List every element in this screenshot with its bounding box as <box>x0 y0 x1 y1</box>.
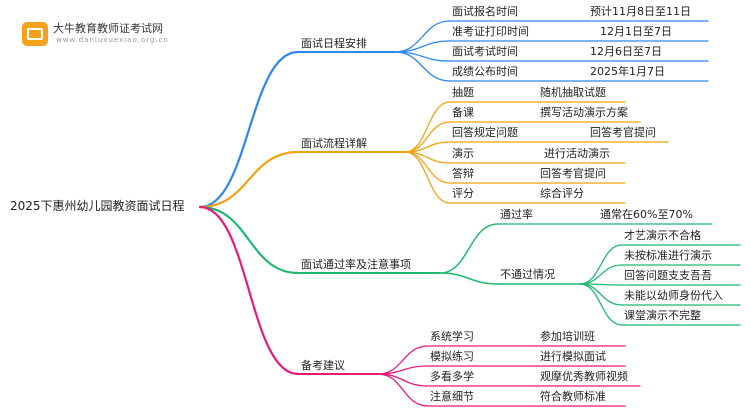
root-connector <box>198 205 300 376</box>
prep-label: 多看多学 <box>430 370 474 383</box>
schedule-label: 成绩公布时间 <box>452 65 518 78</box>
branch-schedule-title: 面试日程安排 <box>301 37 367 50</box>
prep-value: 观摩优秀教师视频 <box>540 370 628 383</box>
process-step: 答辩 <box>452 167 474 180</box>
process-step: 抽题 <box>452 86 474 99</box>
process-detail: 回答考官提问 <box>540 167 606 180</box>
fail-case: 才艺演示不合格 <box>624 229 701 242</box>
branch-process-title: 面试流程详解 <box>301 137 367 150</box>
brand-name: 大牛教育教师证考试网 <box>53 22 163 35</box>
leaf-connector <box>579 283 623 326</box>
fail-case: 课堂演示不完整 <box>624 309 701 322</box>
leaf-connector <box>404 101 451 153</box>
prep-label: 系统学习 <box>430 330 474 343</box>
sub-connector <box>439 272 499 285</box>
leaf-connector <box>377 373 429 407</box>
branch-pass-title: 面试通过率及注意事项 <box>301 258 411 271</box>
brand-url: www.daniuxuexiao.org.cn <box>56 36 169 44</box>
schedule-value: 预计11月8日至11日 <box>590 5 691 18</box>
leaf-connector <box>394 20 451 53</box>
leaf-connector <box>579 264 623 285</box>
leaf-connector <box>394 51 451 82</box>
fail-cases-label: 不通过情况 <box>500 268 555 281</box>
process-detail: 进行活动演示 <box>544 147 610 160</box>
prep-value: 进行模拟面试 <box>540 350 606 363</box>
fail-case: 回答问题支支吾吾 <box>624 269 712 282</box>
pass-rate-label: 通过率 <box>500 208 533 221</box>
branch-prep-title: 备考建议 <box>301 359 345 372</box>
prep-value: 符合教师标准 <box>540 390 606 403</box>
root-topic: 2025下惠州幼儿园教资面试日程 <box>10 199 185 213</box>
leaf-connector <box>579 283 623 306</box>
process-detail: 随机抽取试题 <box>540 86 606 99</box>
process-detail: 撰写活动演示方案 <box>540 106 628 119</box>
fail-case: 未能以幼师身份代入 <box>624 289 723 302</box>
process-detail: 综合评分 <box>540 187 584 200</box>
pass-rate-value: 通常在60%至70% <box>600 208 693 221</box>
schedule-label: 准考证打印时间 <box>452 25 529 38</box>
logo-icon <box>22 22 48 46</box>
prep-label: 注意细节 <box>430 390 474 403</box>
process-step: 备课 <box>452 106 474 119</box>
process-step: 回答规定问题 <box>452 126 518 139</box>
root-connector <box>198 150 300 209</box>
schedule-value: 2025年1月7日 <box>590 65 665 78</box>
process-step: 演示 <box>452 147 474 160</box>
schedule-value: 12月1日至7日 <box>600 25 672 38</box>
schedule-label: 面试考试时间 <box>452 45 518 58</box>
leaf-connector <box>579 244 623 285</box>
prep-value: 参加培训班 <box>540 330 595 343</box>
process-step: 评分 <box>452 187 474 200</box>
leaf-connector <box>404 151 451 204</box>
fail-case: 未按标准进行演示 <box>624 249 712 262</box>
prep-label: 模拟练习 <box>430 350 474 363</box>
root-connector <box>198 50 300 209</box>
sub-connector <box>439 223 499 274</box>
root-connector <box>198 205 300 275</box>
schedule-label: 面试报名时间 <box>452 5 518 18</box>
process-detail: 回答考官提问 <box>590 126 656 139</box>
schedule-value: 12月6日至7日 <box>590 45 662 58</box>
